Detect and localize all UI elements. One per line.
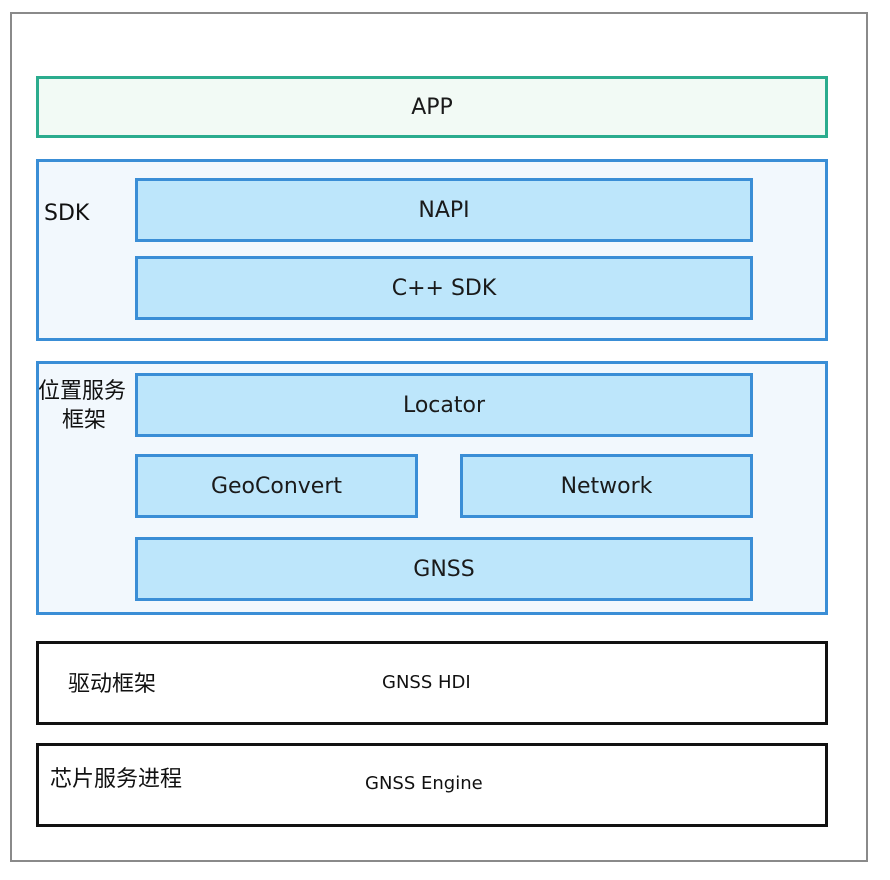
network-module: Network [460,454,753,518]
napi-label: NAPI [418,197,470,223]
network-label: Network [560,473,653,499]
chip-layer-label: 芯片服务进程 [50,767,183,792]
sdk-layer-label: SDK [44,201,90,226]
app-label: APP [411,94,453,120]
framework-label-line1: 位置服务 [38,379,127,404]
gnss-engine-label: GNSS Engine [365,773,483,794]
gnss-hdi-label: GNSS HDI [382,672,471,693]
locator-module: Locator [135,373,753,437]
geoconvert-label: GeoConvert [210,473,343,499]
cpp-sdk-label: C++ SDK [391,275,497,301]
driver-framework-layer [36,641,828,725]
locator-label: Locator [402,392,486,418]
app-layer: APP [36,76,828,138]
framework-label-line2: 框架 [62,408,107,433]
napi-module: NAPI [135,178,753,242]
gnss-module: GNSS [135,537,753,601]
driver-layer-label: 驱动框架 [68,672,157,697]
geoconvert-module: GeoConvert [135,454,418,518]
chip-service-layer [36,743,828,827]
cpp-sdk-module: C++ SDK [135,256,753,320]
gnss-label: GNSS [413,556,475,582]
